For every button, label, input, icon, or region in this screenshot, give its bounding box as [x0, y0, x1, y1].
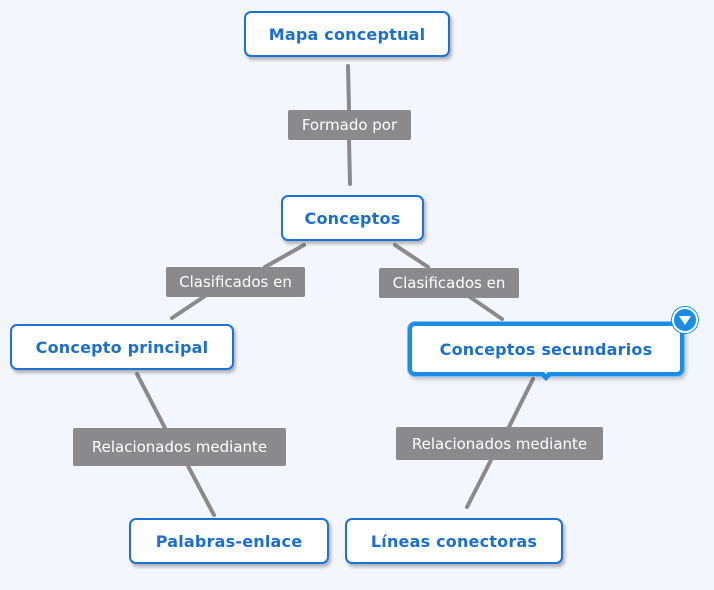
- link-label-clasificados-en-right[interactable]: Clasificados en: [379, 268, 519, 298]
- line-formed-to-concepts: [347, 138, 352, 186]
- link-label-formado-por[interactable]: Formado por: [288, 110, 411, 140]
- link-label-text: Relacionados mediante: [91, 438, 268, 456]
- node-label: Conceptos: [304, 208, 401, 228]
- node-concepto-principal[interactable]: Concepto principal: [10, 324, 234, 370]
- line-related-right-to-connectors: [465, 458, 493, 509]
- selection-notch-icon: [539, 370, 553, 381]
- triangle-down-glyph: [679, 315, 691, 325]
- node-label: Conceptos secundarios: [439, 339, 653, 359]
- line-classified-right-to-secondary: [468, 295, 504, 321]
- node-label: Líneas conectoras: [370, 531, 538, 551]
- link-label-text: Clasificados en: [392, 274, 506, 292]
- line-concepts-to-classified-left: [263, 243, 306, 269]
- node-label: Concepto principal: [35, 337, 209, 357]
- line-concepts-to-classified-right: [393, 243, 430, 269]
- link-label-text: Clasificados en: [179, 273, 292, 291]
- line-related-left-to-link-words: [186, 464, 216, 517]
- node-lineas-conectoras[interactable]: Líneas conectoras: [345, 518, 563, 564]
- node-conceptos[interactable]: Conceptos: [281, 195, 424, 241]
- node-label: Mapa conceptual: [268, 24, 426, 44]
- link-label-relacionados-mediante-left[interactable]: Relacionados mediante: [73, 428, 286, 466]
- node-palabras-enlace[interactable]: Palabras-enlace: [129, 518, 329, 564]
- link-label-text: Relacionados mediante: [411, 434, 588, 453]
- node-conceptos-secundarios[interactable]: Conceptos secundarios: [408, 322, 684, 381]
- triangle-down-icon[interactable]: [672, 307, 698, 333]
- link-label-relacionados-mediante-right[interactable]: Relacionados mediante: [396, 427, 603, 460]
- line-main-to-related-left: [135, 372, 167, 430]
- line-root-to-formed: [346, 64, 351, 112]
- link-label-text: Formado por: [301, 116, 398, 134]
- line-classified-left-to-main: [170, 294, 207, 320]
- node-mapa-conceptual[interactable]: Mapa conceptual: [244, 11, 450, 57]
- link-label-clasificados-en-left[interactable]: Clasificados en: [166, 267, 305, 297]
- node-label: Palabras-enlace: [155, 531, 303, 551]
- line-secondary-to-related-right: [507, 377, 535, 429]
